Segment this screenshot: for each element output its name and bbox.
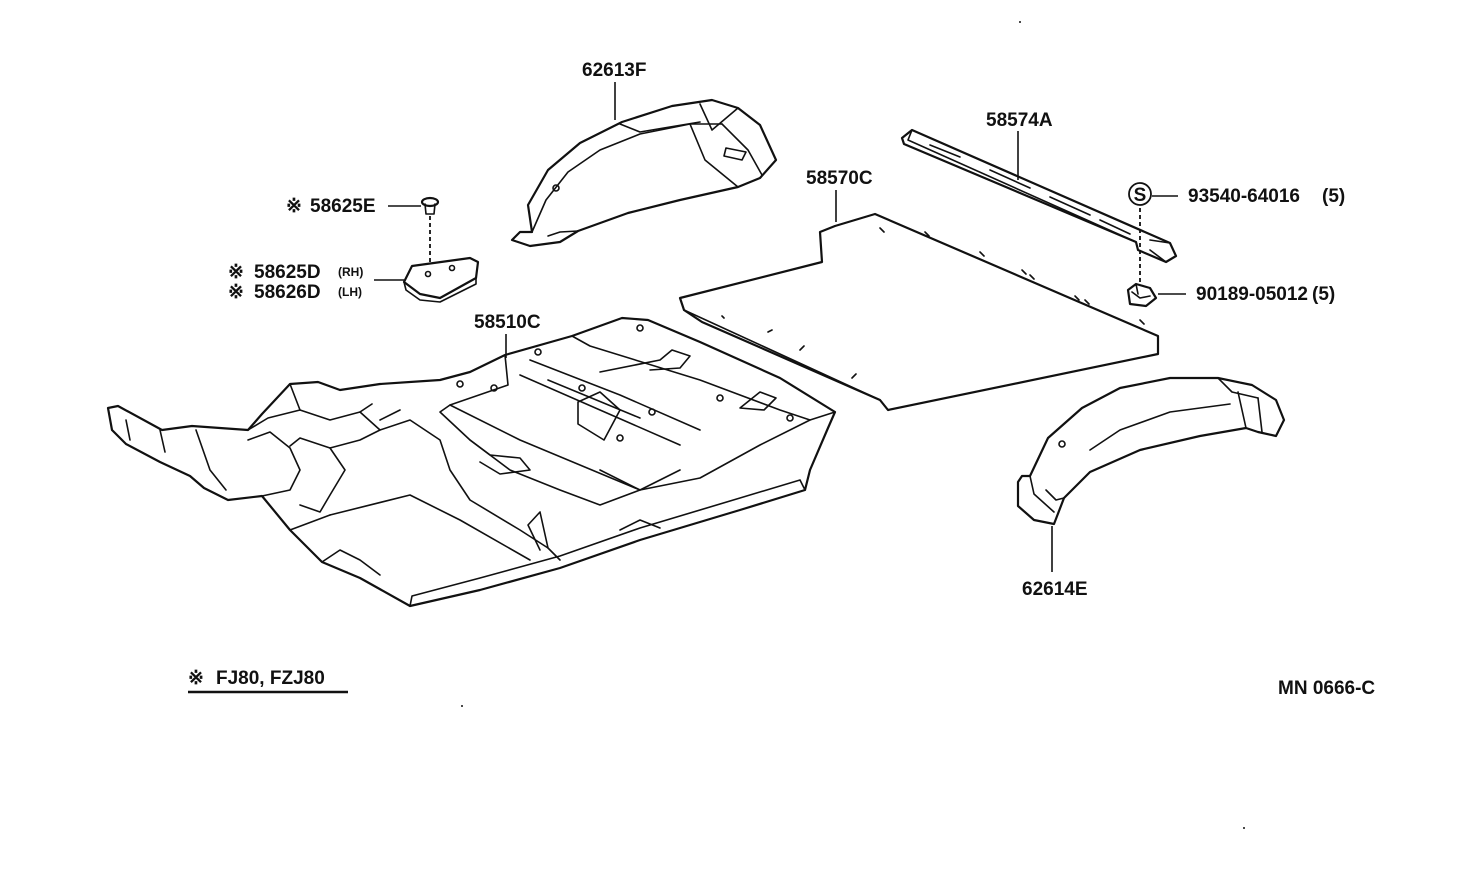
- kome-mark-1: ※: [286, 196, 302, 217]
- label-58510C: 58510C: [474, 312, 541, 333]
- label-58574A: 58574A: [986, 110, 1053, 131]
- diagram-code: MN 0666-C: [1278, 678, 1375, 699]
- plug-drawing: [420, 196, 440, 262]
- label-58625D: 58625D: [254, 262, 321, 283]
- label-90189-05012: 90189-05012: [1196, 284, 1308, 305]
- floor-board-drawing: [678, 212, 1160, 412]
- suffix-lh: (LH): [338, 285, 362, 299]
- kome-mark-3: ※: [228, 282, 244, 303]
- label-62614E: 62614E: [1022, 579, 1088, 600]
- floor-pan-drawing: [106, 316, 837, 608]
- qty-clip: (5): [1312, 284, 1335, 305]
- cover-drawing: [402, 256, 480, 303]
- footnote-models: FJ80, FZJ80: [216, 668, 325, 689]
- standard-symbol: S: [1134, 185, 1147, 206]
- suffix-rh: (RH): [338, 265, 363, 279]
- clip-drawing: [1126, 282, 1158, 308]
- qty-screw: (5): [1322, 186, 1345, 207]
- label-93540-64016: 93540-64016: [1188, 186, 1300, 207]
- wheel-house-upper-drawing: [510, 98, 778, 248]
- label-58570C: 58570C: [806, 168, 873, 189]
- kome-mark-2: ※: [228, 262, 244, 283]
- screw-symbol: S: [1128, 182, 1152, 290]
- reinforcement-drawing: [900, 128, 1178, 264]
- kome-mark-footnote: ※: [188, 668, 204, 689]
- label-58626D: 58626D: [254, 282, 321, 303]
- label-62613F: 62613F: [582, 60, 646, 81]
- label-58625E: 58625E: [310, 196, 376, 217]
- wheel-house-lower-drawing: [1016, 376, 1286, 526]
